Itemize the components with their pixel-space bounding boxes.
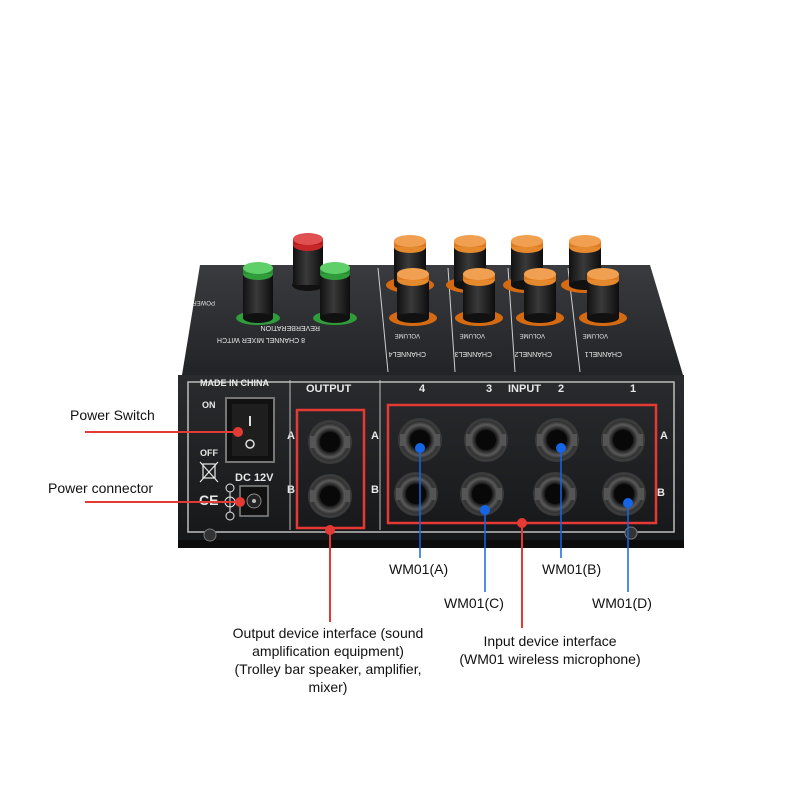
wm01-b-label: WM01(B) — [542, 561, 602, 577]
power-switch-annotation: Power Switch — [70, 407, 155, 423]
input-number-2: 2 — [558, 383, 564, 395]
switch-on-label: ON — [202, 400, 216, 410]
wm01-b-dot — [556, 443, 566, 453]
channel4-label: CHANNEL4 — [389, 350, 426, 357]
wm01-c-label: WM01(C) — [444, 595, 504, 611]
input-row-a-label-left: A — [371, 430, 379, 442]
weee-bin-icon — [199, 461, 219, 483]
wm01-a-dot — [415, 443, 425, 453]
output-row-a-label: A — [287, 430, 295, 442]
reverb-level-knob — [313, 262, 357, 325]
input-interface-line-2: (WM01 wireless microphone) — [459, 651, 641, 667]
input-jack-1a[interactable] — [601, 418, 645, 462]
output-jack-b[interactable] — [308, 474, 352, 518]
power-connector-dot — [235, 497, 245, 507]
input-jack-2a[interactable] — [535, 418, 579, 462]
input-interface-line-1: Input device interface — [483, 633, 617, 649]
power-switch-dot — [233, 427, 243, 437]
input-row-b-label-left: B — [371, 484, 379, 496]
output-dot — [325, 525, 335, 535]
mixer-subtitle: REVERBERATION — [261, 324, 320, 331]
input-jack-2b[interactable] — [533, 472, 577, 516]
volume-label-ch4: VOLUME — [395, 332, 420, 338]
power-volume-knob — [236, 262, 280, 325]
volume-label-ch1: VOLUME — [583, 332, 608, 338]
input-label: INPUT — [508, 383, 541, 395]
output-interface-line-2: amplification equipment) — [252, 643, 404, 659]
input-jack-1b[interactable] — [602, 472, 646, 516]
input-jack-4b[interactable] — [394, 472, 438, 516]
wm01-c-dot — [480, 505, 490, 515]
channel1-label: CHANNEL1 — [585, 350, 622, 357]
input-row-b-label-right: B — [657, 487, 665, 499]
input-jack-3a[interactable] — [464, 418, 508, 462]
output-interface-annotation: Output device interface (sound amplifica… — [212, 624, 444, 696]
mixer-title: 8 CHANNEL MIXER WITCH — [217, 336, 305, 343]
output-label: OUTPUT — [306, 383, 352, 395]
power-connector-annotation: Power connector — [48, 480, 154, 496]
power-switch[interactable] — [225, 397, 275, 463]
channel2-label: CHANNEL2 — [515, 350, 552, 357]
switch-off-label: OFF — [200, 448, 218, 458]
wm01-d-label: WM01(D) — [592, 595, 652, 611]
input-number-3: 3 — [486, 383, 492, 395]
input-row-a-label-right: A — [660, 430, 668, 442]
output-interface-line-1: Output device interface (sound — [232, 625, 424, 641]
volume-label-ch2: VOLUME — [520, 332, 545, 338]
output-interface-line-4: mixer) — [308, 679, 348, 695]
wm01-a-label: WM01(A) — [389, 561, 449, 577]
input-number-4: 4 — [419, 383, 426, 395]
input-dot — [517, 518, 527, 528]
reverb-knob — [292, 233, 324, 291]
dc-label: DC 12V — [235, 472, 274, 484]
output-jack-a[interactable] — [308, 420, 352, 464]
channel3-label: CHANNEL3 — [455, 350, 492, 357]
power-knob-label: POWER — [192, 299, 215, 305]
made-in-label: MADE IN CHINA — [200, 378, 269, 388]
input-number-1: 1 — [630, 383, 636, 395]
volume-label-ch3: VOLUME — [460, 332, 485, 338]
output-interface-line-3: (Trolley bar speaker, amplifier, — [234, 661, 422, 677]
ce-mark: CE — [199, 492, 218, 508]
input-interface-annotation: Input device interface (WM01 wireless mi… — [440, 632, 660, 668]
output-row-b-label: B — [287, 484, 295, 496]
wm01-d-dot — [623, 498, 633, 508]
